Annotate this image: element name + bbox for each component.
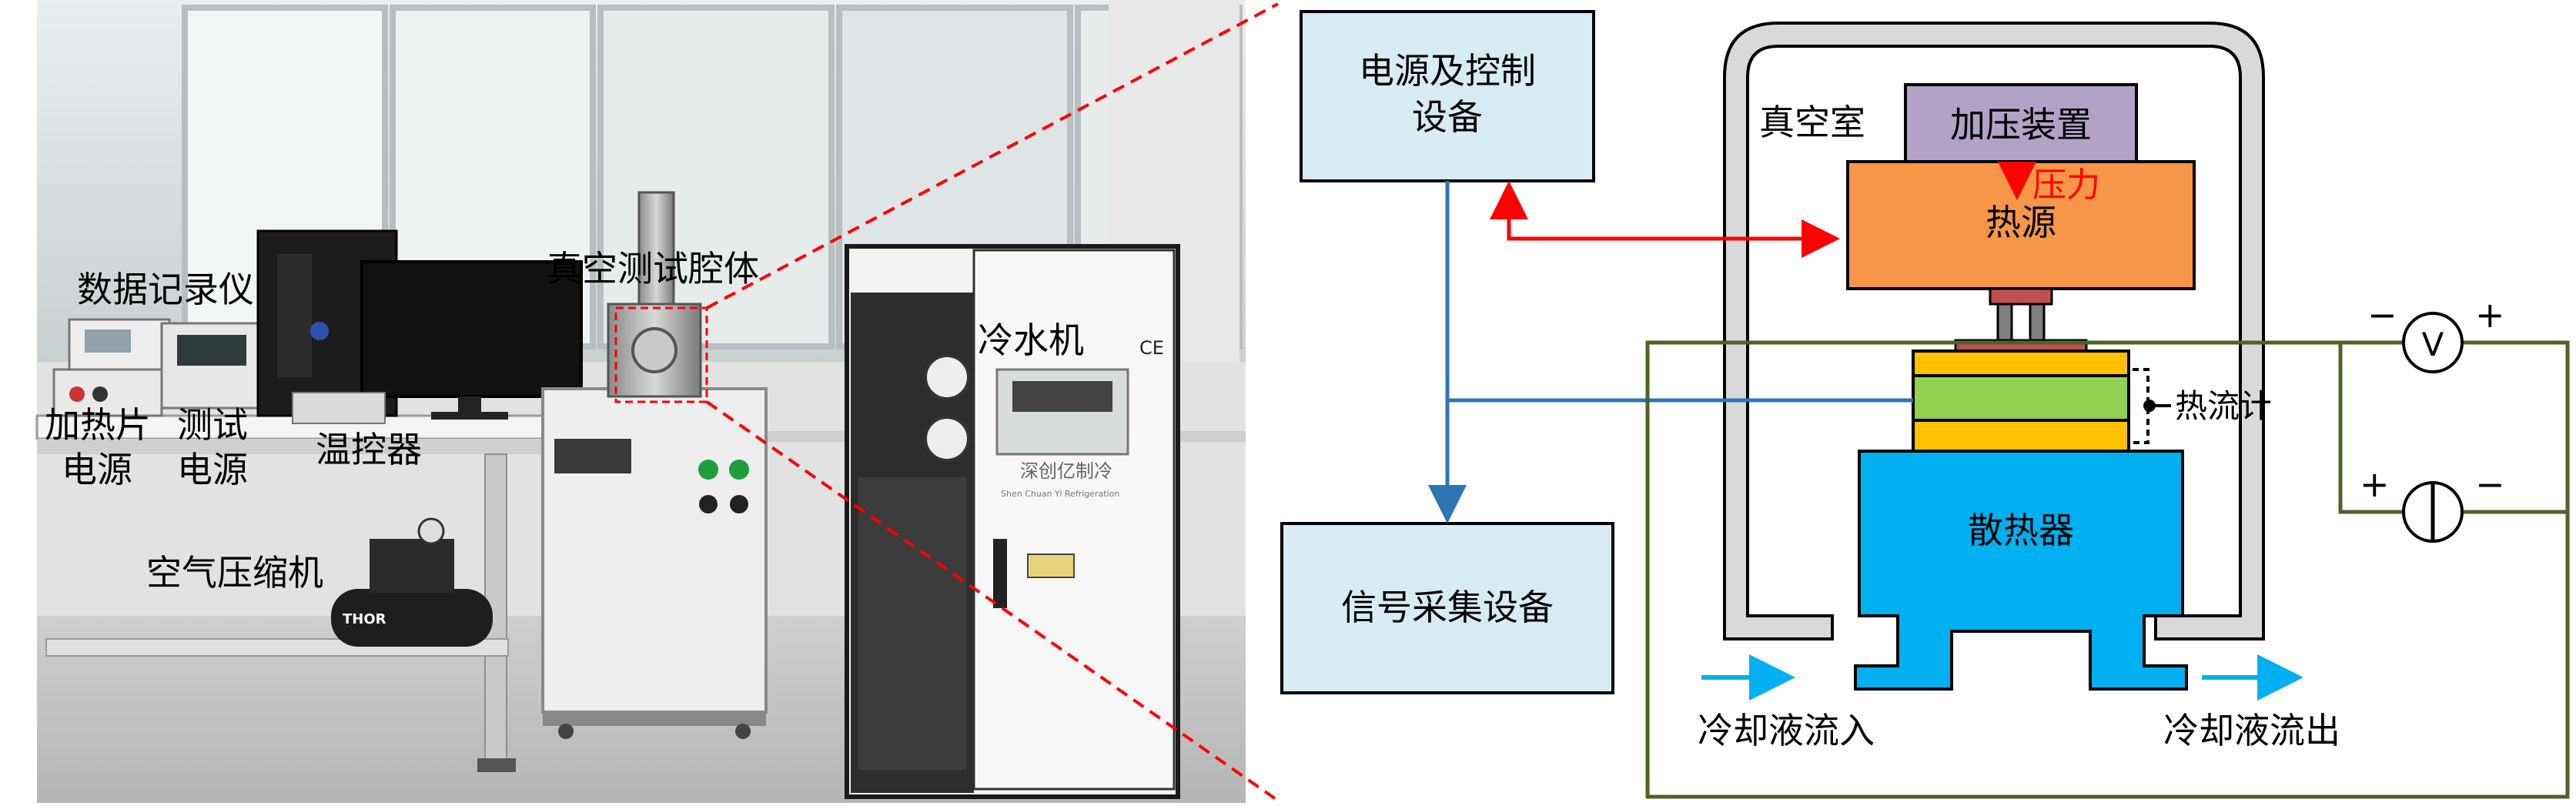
label-vacuum-chamber: 真空测试腔体 — [547, 248, 759, 289]
test-power-screen — [177, 335, 246, 366]
voltmeter-plus: + — [2475, 294, 2505, 336]
control-line — [1507, 190, 1840, 258]
label-data-logger: 数据记录仪 — [77, 269, 254, 310]
voltmeter-minus: − — [2367, 294, 2397, 336]
compressor-brand-text: THOR — [343, 611, 386, 627]
label-heater-power-line1: 加热片 — [45, 404, 151, 446]
coolant-out-label: 冷却液流出 — [2163, 710, 2340, 751]
lab-photo: CE 深创亿制冷 Shen Chuan Yi Refrigeration THO… — [35, 0, 1246, 803]
schematic-panel: 电源及控制 设备 信号采集设备 真空室 加压装置 热源 压力 热流计 散热器 冷… — [1247, 0, 2576, 803]
vacuum-chamber-window — [631, 327, 677, 373]
pc-power-button — [310, 322, 329, 340]
caster — [735, 724, 751, 739]
caster — [558, 724, 574, 739]
switch — [699, 495, 718, 513]
compressor-tank — [331, 589, 493, 647]
voltmeter-circle — [2402, 312, 2464, 373]
signal-acq-label: 信号采集设备 — [1341, 587, 1554, 628]
heat-flux-label: 热流计 — [2175, 387, 2272, 425]
heat-source-label: 热源 — [1986, 202, 2056, 243]
label-test-power-line1: 测试 — [177, 404, 248, 446]
temp-controller-device — [292, 392, 386, 424]
bench-front — [37, 439, 545, 454]
compressor-gauge — [417, 517, 445, 545]
heat-flux-green — [1912, 374, 2130, 422]
label-test-power-line2: 电源 — [177, 449, 248, 490]
vacuum-chamber-wall — [1723, 22, 2265, 640]
monitor-base — [431, 412, 508, 420]
chamber-highlight-box — [614, 306, 708, 403]
chiller-vent — [858, 477, 966, 770]
vacuum-cabinet-panel — [554, 439, 631, 473]
chiller-brand-en-text: Shen Chuan Yi Refrigeration — [1001, 489, 1119, 499]
label-temp-controller: 温控器 — [316, 429, 422, 470]
bench-foot — [477, 758, 516, 772]
chiller-display — [1012, 381, 1112, 412]
data-logger-screen — [85, 329, 131, 353]
power-control-label-line1: 电源及控制 — [1359, 50, 1536, 92]
current-source-minus: − — [2475, 463, 2505, 505]
press-device-label: 加压装置 — [1950, 104, 2092, 145]
pressure-gauge — [924, 354, 970, 400]
pressure-label: 压力 — [2032, 166, 2100, 205]
heater-rod — [1989, 287, 2053, 306]
green-indicator — [698, 460, 718, 480]
vacuum-cabinet — [541, 387, 768, 714]
signal-acq-box — [1280, 522, 1614, 694]
heat-sink-body — [1854, 450, 2188, 691]
heat-sink-label: 散热器 — [1968, 510, 2074, 551]
vacuum-cabinet-base — [543, 712, 766, 726]
window-pane-3 — [597, 5, 835, 349]
vacuum-room-label: 真空室 — [1759, 102, 1865, 143]
monitor — [360, 260, 583, 398]
chiller-brand-text: 深创亿制冷 — [1020, 460, 1112, 482]
coolant-in-label: 冷却液流入 — [1698, 710, 1875, 751]
heater-rod-right — [2029, 303, 2046, 344]
knob — [92, 386, 108, 402]
green-indicator — [729, 460, 749, 480]
circuit-branch — [2338, 343, 2402, 514]
heat-flux-dot — [2143, 400, 2156, 412]
label-chiller: 冷水机 — [978, 319, 1084, 361]
label-heater-power-line2: 电源 — [62, 449, 132, 490]
chiller-handle — [993, 539, 1007, 608]
switch — [730, 495, 748, 513]
heat-flux-bottom-yellow — [1912, 419, 2130, 453]
current-source-plus: + — [2360, 463, 2390, 505]
chiller-warning-label — [1027, 553, 1075, 578]
schematic-diagram: 电源及控制 设备 信号采集设备 真空室 加压装置 热源 压力 热流计 散热器 冷… — [1280, 10, 2570, 799]
pressure-gauge — [924, 416, 970, 462]
voltmeter-label: V — [2422, 326, 2444, 363]
press-device-box — [1904, 83, 2138, 163]
vacuum-chamber-top — [637, 191, 675, 306]
compressor-motor — [370, 539, 454, 593]
pc-tower-panel — [277, 254, 312, 377]
label-air-compressor: 空气压缩机 — [146, 552, 323, 594]
power-control-label-line2: 设备 — [1412, 96, 1483, 138]
knob — [69, 386, 85, 402]
chiller-ce-mark: CE — [1139, 337, 1164, 359]
heat-flux-top-yellow — [1912, 349, 2130, 377]
signal-line — [1445, 181, 1913, 403]
lab-photo-panel: CE 深创亿制冷 Shen Chuan Yi Refrigeration THO… — [0, 0, 1247, 803]
heater-rod-left — [1996, 303, 2013, 344]
